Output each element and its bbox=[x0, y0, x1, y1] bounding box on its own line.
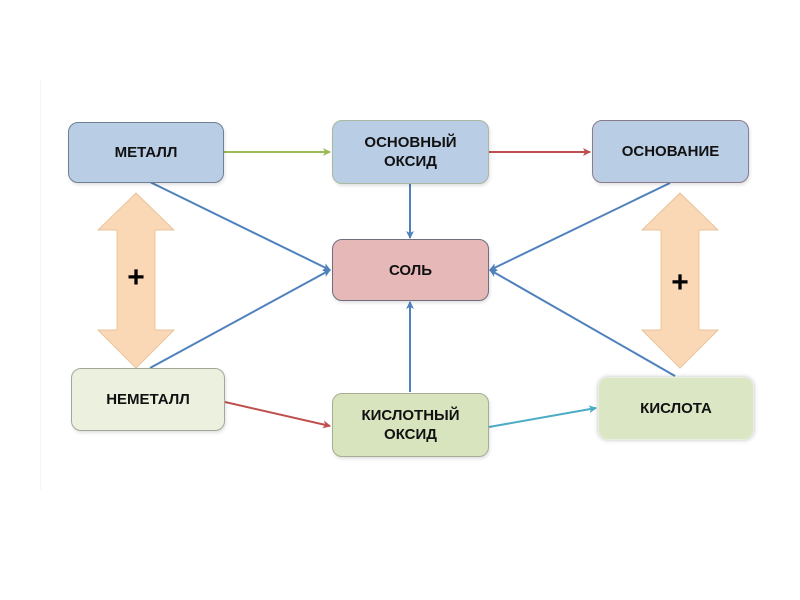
node-metal[interactable]: МЕТАЛЛ bbox=[68, 122, 224, 183]
double-arrow-right bbox=[640, 192, 720, 369]
node-acid-oxide[interactable]: КИСЛОТНЫЙ ОКСИД bbox=[332, 393, 489, 457]
node-base[interactable]: ОСНОВАНИЕ bbox=[592, 120, 749, 183]
node-basic-oxide[interactable]: ОСНОВНЫЙ ОКСИД bbox=[332, 120, 489, 184]
edge-nonmetal-to-acid-oxide bbox=[224, 401, 331, 429]
edge-nonmetal-to-salt bbox=[149, 269, 331, 369]
edge-acid-to-salt bbox=[489, 269, 676, 377]
node-salt[interactable]: СОЛЬ bbox=[332, 239, 489, 301]
node-nonmetal[interactable]: НЕМЕТАЛЛ bbox=[71, 368, 225, 431]
edge-acid-oxide-to-acid bbox=[488, 405, 597, 428]
edge-base-to-salt bbox=[489, 182, 671, 271]
plus-sign-left: + bbox=[127, 261, 145, 294]
edge-metal-to-salt bbox=[149, 181, 331, 271]
plus-sign-right: + bbox=[671, 266, 689, 299]
node-acid[interactable]: КИСЛОТА bbox=[598, 377, 754, 440]
diagram-frame bbox=[40, 80, 761, 490]
